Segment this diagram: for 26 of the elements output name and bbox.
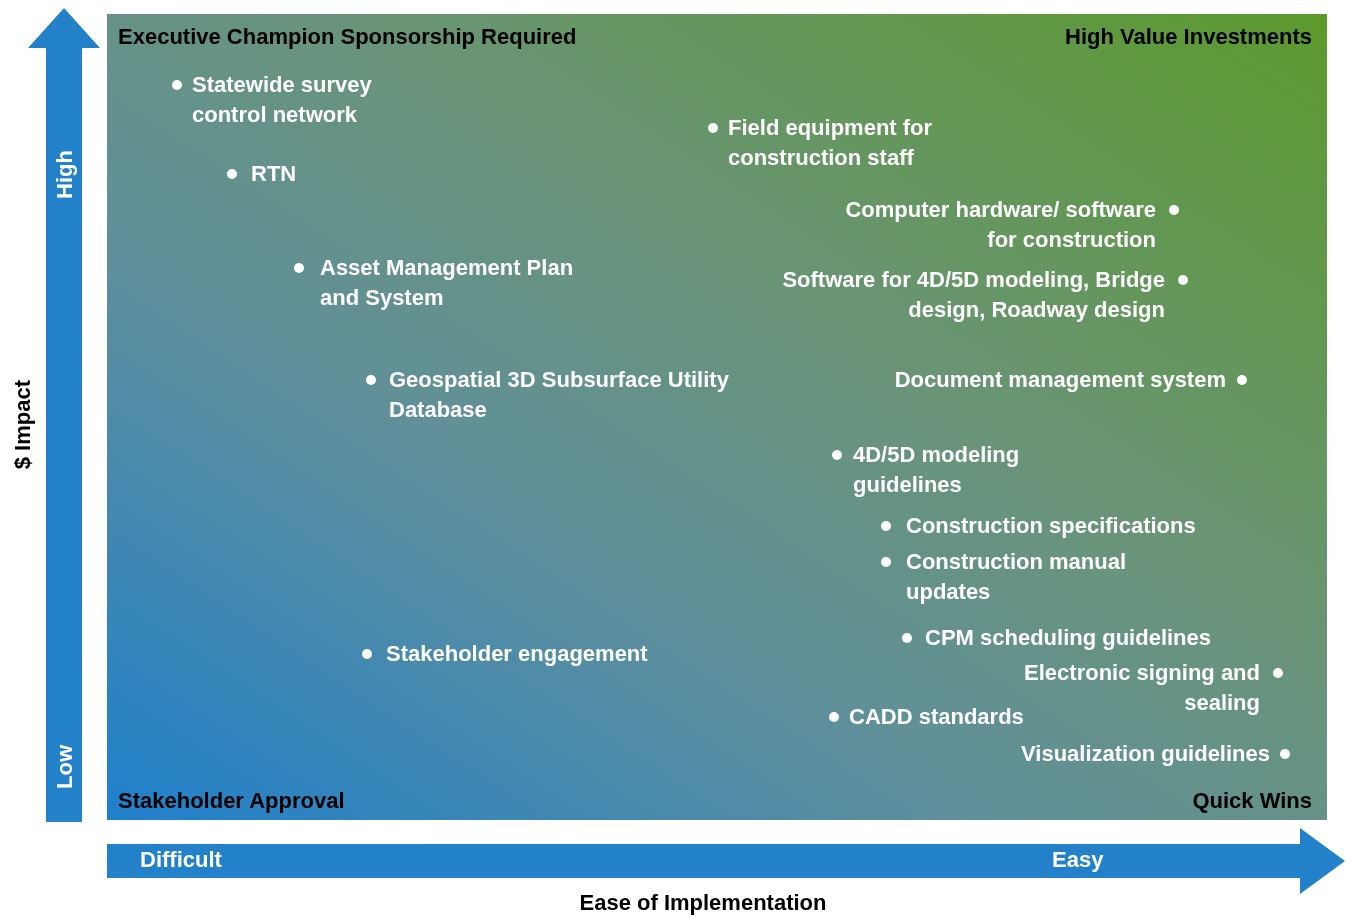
axis-end-label: High: [51, 150, 78, 199]
axis-end-label: Low: [51, 745, 78, 789]
item-label: Construction manual updates: [906, 548, 1127, 606]
item-label: Asset Management Plan and System: [320, 254, 575, 312]
item-label: Construction specifications: [906, 512, 1196, 540]
item-label: RTN: [251, 160, 297, 188]
axis-title: $ Impact: [9, 380, 36, 470]
axis-end-label: Easy: [1052, 846, 1104, 874]
item-label: Software for 4D/5D modeling, Bridge design, Roadway design: [781, 266, 1165, 324]
axis-end-label: Difficult: [140, 846, 222, 874]
item-label: CADD standards: [849, 703, 1024, 731]
item-label: CPM scheduling guidelines: [925, 624, 1212, 652]
item-label: Computer hardware/ software for construction: [844, 196, 1156, 254]
quadrant-title: Executive Champion Sponsorship Required: [118, 23, 577, 51]
item-label: Field equipment for construction staff: [728, 114, 934, 172]
quadrant-title: Stakeholder Approval: [118, 787, 345, 815]
item-label: Geospatial 3D Subsurface Utility Database: [389, 366, 730, 424]
item-label: Visualization guidelines: [1021, 740, 1270, 768]
axis-title: Ease of Implementation: [579, 889, 827, 917]
item-label: Statewide survey control network: [192, 71, 373, 129]
item-label: Document management system: [894, 366, 1226, 394]
quadrant-title: High Value Investments: [1065, 23, 1312, 51]
item-label: Electronic signing and sealing: [1023, 659, 1260, 717]
item-label: Stakeholder engagement: [386, 640, 648, 668]
quadrant-title: Quick Wins: [1192, 787, 1312, 815]
item-label: 4D/5D modeling guidelines: [853, 441, 1021, 499]
